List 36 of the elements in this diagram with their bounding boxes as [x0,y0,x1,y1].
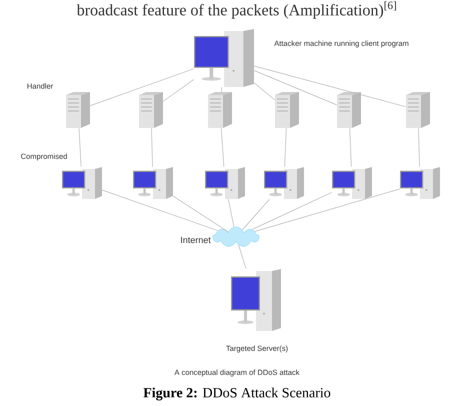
computer-drawing [400,167,440,199]
server-drawing [406,92,430,128]
connector-line [221,86,222,92]
connector-line [228,198,234,228]
server-drawing [337,92,361,128]
computer-drawing [205,167,245,199]
computer-drawing [264,167,304,199]
connector-line [242,198,270,230]
computer-drawing [133,167,173,199]
server-drawing [208,92,232,128]
connector-line [418,128,420,168]
computer-drawing [231,269,281,331]
connector-line [252,192,332,230]
connector-line [220,128,224,168]
connector-line [238,244,246,270]
figure-caption: Figure 2: DDoS Attack Scenario [143,388,330,400]
server-drawing [139,92,163,128]
connector-line [78,128,82,168]
computer-drawing [332,167,372,199]
computer-drawing [194,29,254,87]
body-text: broadcast feature of the packets (Amplification)$^{[6]}$ [76,1,396,19]
connector-line [254,66,406,108]
connector-line [349,128,352,168]
server-drawing [275,92,299,128]
connector-line [254,82,276,100]
connector-line [162,79,194,102]
connector-line [254,188,400,232]
cloud-icon [212,226,260,247]
connector-line [254,70,338,106]
computer-drawing [62,167,102,199]
server-drawing [66,92,90,128]
connector-line [284,128,287,168]
connector-line [172,196,229,232]
connector-line [102,190,218,231]
connector-line [151,128,153,168]
node-caption: Internet [181,236,211,244]
